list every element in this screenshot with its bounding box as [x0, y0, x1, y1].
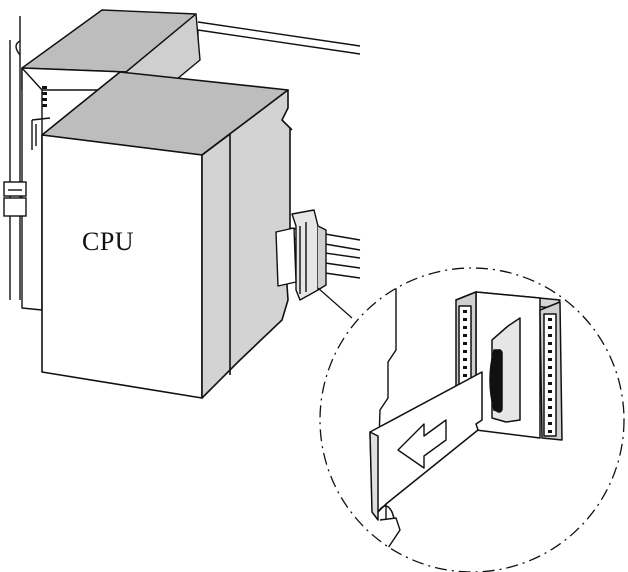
zoom-leader-line [317, 287, 353, 319]
rear-module-led-indicators [42, 86, 47, 107]
side-bus-connector [275, 209, 327, 301]
cpu-label: CPU [82, 227, 135, 256]
right-pin-dots [548, 318, 552, 433]
cpu-front-face [41, 134, 203, 399]
back-panel-edge [9, 16, 21, 300]
left-side-clip [3, 181, 27, 217]
cpu-module [41, 71, 293, 399]
zoom-circle-outline [319, 267, 625, 572]
insert-arrow-icon [397, 419, 447, 469]
magnified-detail [319, 267, 625, 572]
